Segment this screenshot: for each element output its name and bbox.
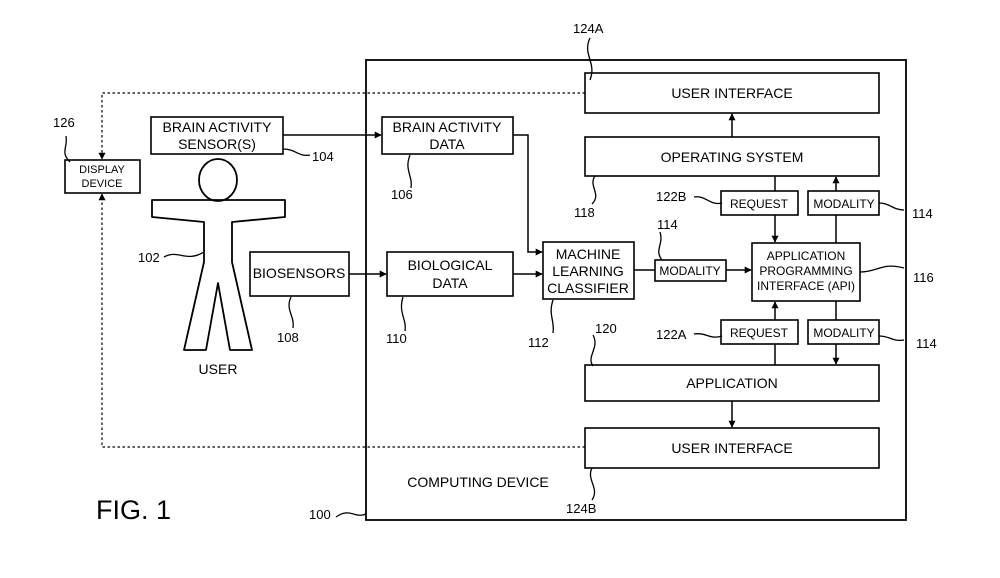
request-top-label: REQUEST [730, 197, 789, 211]
api-ref-leader [859, 265, 905, 273]
machine-learning-classifier-box [542, 241, 635, 300]
modality-top-box [807, 190, 880, 216]
modality-bottom-label: MODALITY [813, 326, 874, 340]
biological-data-ref-leader [400, 296, 406, 332]
operating-system-ref-leader [591, 175, 597, 205]
display-device-box [64, 159, 141, 194]
brain-activity-sensors-line1: BRAIN ACTIVITY [163, 119, 273, 135]
modality-top-ref: 114 [912, 206, 933, 221]
application-ref-leader [590, 334, 596, 367]
request-bottom-label: REQUEST [730, 326, 789, 340]
request-bottom-ref: 122A [656, 327, 687, 342]
mlc-ref-leader [550, 299, 555, 334]
user-label: USER [199, 361, 238, 377]
biosensors-ref-leader [288, 296, 294, 329]
request-bottom-ref-leader [693, 333, 723, 338]
brain-activity-sensors-ref: 104 [312, 149, 334, 164]
brain-activity-data-line2: DATA [429, 136, 465, 152]
operating-system-ref: 118 [574, 205, 595, 220]
biosensors-ref: 108 [277, 330, 299, 345]
brain-activity-sensors-box [150, 116, 284, 155]
biosensors-label: BIOSENSORS [253, 265, 346, 281]
user-head [198, 158, 238, 202]
ui-top-label: USER INTERFACE [671, 85, 792, 101]
modality-top-label: MODALITY [813, 197, 874, 211]
biosensors-box [249, 251, 350, 297]
modality-top-ref-leader [878, 202, 905, 211]
brain-activity-data-line1: BRAIN ACTIVITY [393, 119, 503, 135]
ui-bottom-to-display-dashed [98, 193, 585, 448]
arrow-brain-data-to-mlc [513, 134, 543, 256]
modality-bottom-ref: 114 [916, 336, 937, 351]
request-top-ref: 122B [656, 189, 686, 204]
figure-label: FIG. 1 [96, 495, 171, 525]
mlc-ref: 112 [528, 335, 549, 350]
operating-system-label: OPERATING SYSTEM [661, 149, 804, 165]
application-label: APPLICATION [686, 375, 778, 391]
ui-bottom-box [584, 427, 880, 469]
modality-middle-label: MODALITY [659, 264, 720, 278]
ui-bottom-ref-leader [589, 467, 596, 501]
api-ref: 116 [913, 270, 934, 285]
biological-data-line2: DATA [432, 275, 468, 291]
ui-top-ref: 124A [573, 21, 604, 36]
modality-middle-ref-leader [658, 231, 663, 261]
brain-activity-data-ref: 106 [391, 187, 413, 202]
biological-data-ref: 110 [386, 331, 407, 346]
application-ref: 120 [595, 321, 617, 336]
user-body [151, 199, 286, 351]
user-ref-leader [163, 251, 205, 258]
display-device-ref-leader [64, 135, 71, 163]
ui-top-to-display-dashed [98, 92, 585, 160]
brain-activity-data-ref-leader [407, 154, 412, 189]
computing-device-ref-leader [335, 512, 367, 518]
ui-bottom-label: USER INTERFACE [671, 440, 792, 456]
user-figure [151, 158, 286, 351]
display-device-ref: 126 [53, 115, 75, 130]
mlc-line3: CLASSIFIER [547, 280, 629, 296]
modality-bottom-box [807, 319, 880, 345]
ui-top-box [584, 72, 880, 114]
computing-device-frame [365, 59, 907, 521]
api-line3: INTERFACE (API) [757, 279, 855, 293]
display-device-line2: DEVICE [82, 178, 123, 190]
api-line2: PROGRAMMING [759, 264, 852, 278]
request-top-ref-leader [693, 196, 723, 205]
application-box [584, 364, 880, 402]
display-device-line1: DISPLAY [79, 164, 125, 176]
api-box [751, 242, 861, 302]
user-ref: 102 [138, 250, 160, 265]
biological-data-line1: BIOLOGICAL [408, 257, 493, 273]
brain-activity-sensors-line2: SENSOR(S) [178, 136, 256, 152]
biological-data-box [386, 251, 514, 297]
ui-top-ref-leader [586, 37, 593, 81]
request-bottom-box [720, 319, 799, 345]
api-line1: APPLICATION [767, 249, 845, 263]
computing-device-label: COMPUTING DEVICE [407, 474, 549, 490]
brain-activity-sensors-ref-leader [282, 148, 311, 156]
mlc-line1: MACHINE [556, 246, 621, 262]
modality-bottom-ref-leader [878, 335, 905, 342]
modality-middle-ref: 114 [657, 217, 678, 232]
computing-device-ref: 100 [309, 507, 331, 522]
mlc-line2: LEARNING [552, 263, 624, 279]
ui-bottom-ref: 124B [566, 501, 596, 516]
